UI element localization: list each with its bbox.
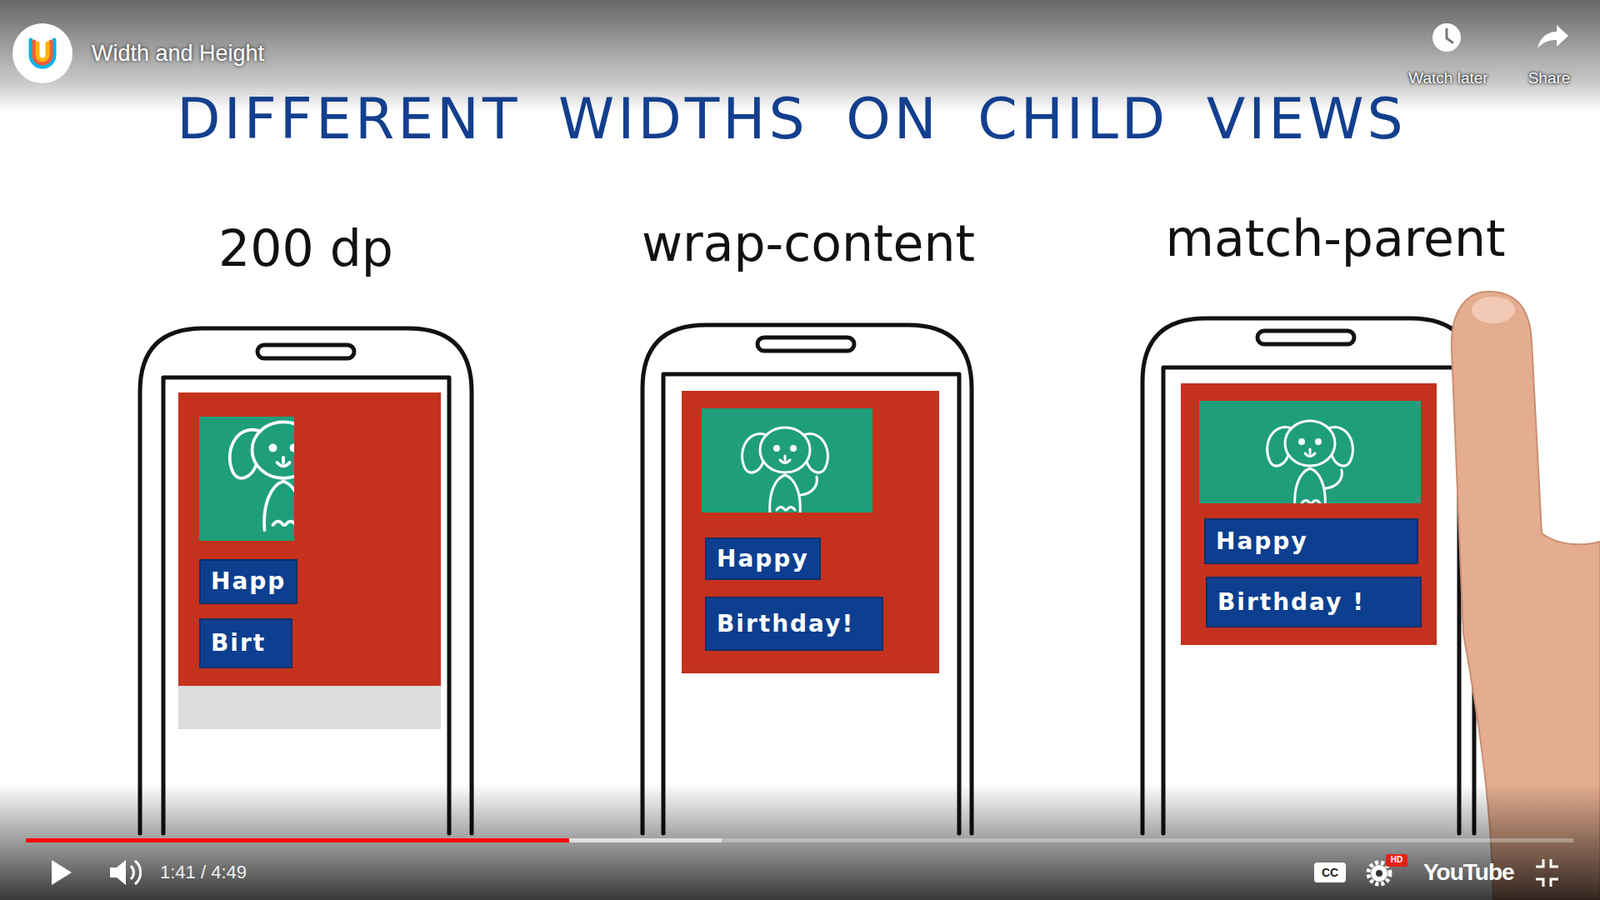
player-button-label: Watch later — [1408, 69, 1488, 89]
progress-buffer — [25, 838, 722, 843]
diagram-title: DIFFERENT WIDTHS ON CHILD VIEWS — [176, 88, 1406, 151]
channel-logo — [12, 23, 73, 84]
cc-icon — [1314, 862, 1346, 883]
text-view: Happy — [705, 537, 821, 580]
progress-track — [25, 838, 1574, 843]
parent-layout — [681, 390, 940, 674]
text-view: Birthday ! — [1205, 576, 1422, 628]
hd-badge — [1385, 854, 1408, 867]
phone-speaker — [257, 345, 355, 359]
phone-screen — [163, 377, 450, 834]
phone-mockup: wrap-contentHappyBirthday! — [616, 213, 1000, 834]
text-view: Happy — [1204, 518, 1419, 565]
phone-speaker — [1257, 330, 1355, 345]
time-display: 1:41 / 4:49 — [160, 861, 247, 884]
phone-screen — [1163, 367, 1460, 834]
width-heading: 200 dp — [218, 218, 394, 279]
share-icon — [1537, 25, 1569, 49]
text-view-label: Happ — [210, 567, 286, 596]
text-view: Happ — [199, 559, 298, 605]
volume-waves — [130, 860, 141, 885]
phone-outline — [1142, 318, 1475, 834]
phone-outline — [140, 328, 472, 834]
layout-shadow — [178, 685, 441, 730]
text-view-label: Birthday! — [716, 610, 855, 639]
fullscreen-exit-icon — [1535, 859, 1559, 887]
progress-played — [25, 838, 570, 843]
clock-hands — [1446, 29, 1453, 43]
dog-drawing — [230, 421, 295, 530]
player-button-label: Share — [1528, 69, 1571, 89]
text-view-label: Happy — [1215, 527, 1309, 556]
phone-mockup: match-parentHappyBirthday ! — [1142, 208, 1529, 834]
image-view — [701, 408, 873, 513]
text-view: Birthday! — [705, 596, 884, 651]
play-icon — [51, 860, 72, 885]
text-view: Birt — [199, 618, 293, 669]
volume-icon — [110, 860, 126, 885]
text-view-label: Birthday ! — [1217, 588, 1365, 617]
text-view-label: Birt — [210, 629, 266, 658]
parent-layout — [1180, 383, 1437, 645]
gear-icon — [1370, 865, 1388, 882]
parent-layout — [178, 392, 441, 686]
hd-badge-text: HD — [1390, 855, 1403, 865]
width-heading: wrap-content — [641, 213, 975, 274]
phone-speaker — [757, 337, 855, 351]
gear-hole — [1375, 870, 1383, 877]
phone-screen — [663, 374, 960, 834]
fingernail — [1471, 296, 1515, 324]
caption-button-text: CC — [1321, 865, 1339, 880]
clock-icon — [1432, 23, 1461, 52]
bottom-gradient — [0, 783, 1600, 900]
youtube-logo-text: YouTube — [1423, 858, 1515, 887]
dog-drawing — [742, 427, 829, 513]
phone-outline — [642, 325, 972, 834]
width-heading: match-parent — [1165, 208, 1505, 269]
video-title: Width and Height — [91, 40, 265, 67]
phone-mockup: 200 dp HappBirt — [140, 218, 472, 834]
dog-drawing — [1267, 420, 1354, 504]
logo-mark — [30, 40, 55, 67]
text-view-label: Happy — [716, 545, 810, 574]
